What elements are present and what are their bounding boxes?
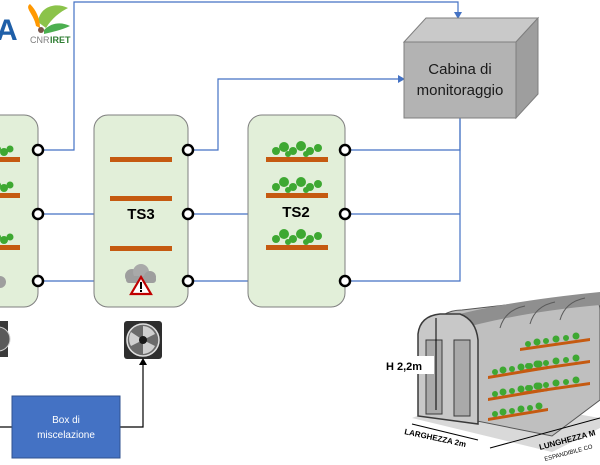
arrow-head-left bbox=[398, 75, 405, 83]
cnr-label: CNR bbox=[30, 35, 50, 45]
mixing-box: Box di miscelazione bbox=[11, 395, 121, 459]
ts3-upper-connector-line bbox=[188, 78, 398, 151]
chamber-left-partial bbox=[0, 114, 45, 308]
ts3-shelf bbox=[110, 157, 172, 162]
port-icon bbox=[338, 143, 352, 157]
plant-icon bbox=[272, 229, 322, 245]
chamber-ts3: TS3 bbox=[93, 114, 195, 308]
mixing-box-label-line1: Box di bbox=[52, 415, 80, 426]
greenhouse-illustration: H 2,2m LARGHEZZA 2m LUNGHEZZA M ESPANDIB… bbox=[384, 292, 600, 463]
ts3-shelf bbox=[110, 196, 172, 201]
ts3-shelf bbox=[110, 246, 172, 251]
warning-icon bbox=[129, 274, 153, 296]
ts2-label: TS2 bbox=[282, 204, 310, 221]
mixing-box-label-line2: miscelazione bbox=[37, 430, 95, 441]
plant-icon bbox=[492, 332, 580, 417]
arrow-head-fan bbox=[139, 358, 147, 365]
connector-lines bbox=[40, 1, 461, 282]
cabin-label-line2: monitoraggio bbox=[417, 82, 504, 99]
ts2-row1-line bbox=[345, 116, 461, 151]
port-icon bbox=[31, 143, 45, 157]
arrow-head-top bbox=[454, 12, 462, 19]
ts2-shelf bbox=[266, 157, 328, 162]
port-icon bbox=[181, 207, 195, 221]
fan-icon bbox=[124, 321, 162, 359]
plant-icon bbox=[272, 141, 322, 157]
top-connector-line bbox=[40, 1, 459, 151]
plant-icon bbox=[0, 145, 14, 244]
port-icon bbox=[338, 274, 352, 288]
plant-icon bbox=[272, 177, 322, 193]
ts2-shelf bbox=[266, 245, 328, 250]
port-icon bbox=[31, 274, 45, 288]
cabin-label-line1: Cabina di bbox=[428, 61, 491, 78]
ts2-row3-line bbox=[345, 116, 461, 282]
monitoring-cabin: Cabina di monitoraggio bbox=[402, 16, 540, 120]
width-dimension-line bbox=[411, 423, 479, 441]
cloud-icon bbox=[0, 276, 6, 288]
cnr-iret-logo: CNR IRET bbox=[28, 4, 71, 45]
length-dimension-line bbox=[489, 417, 600, 449]
port-icon bbox=[338, 207, 352, 221]
greenhouse-width-label: LARGHEZZA 2m bbox=[404, 427, 467, 449]
chamber-ts2: TS2 bbox=[247, 114, 352, 308]
greenhouse-height-label: H 2,2m bbox=[386, 361, 422, 373]
port-icon bbox=[181, 274, 195, 288]
svg-text:A: A bbox=[0, 14, 18, 47]
ts2-shelf bbox=[266, 193, 328, 198]
port-icon bbox=[181, 143, 195, 157]
mixing-box-fan-line bbox=[120, 364, 144, 428]
port-icon bbox=[31, 207, 45, 221]
fan-icon bbox=[0, 321, 11, 357]
iret-label: IRET bbox=[50, 35, 71, 45]
logo-left-fragment: A bbox=[0, 14, 18, 47]
ts3-label: TS3 bbox=[127, 206, 155, 223]
